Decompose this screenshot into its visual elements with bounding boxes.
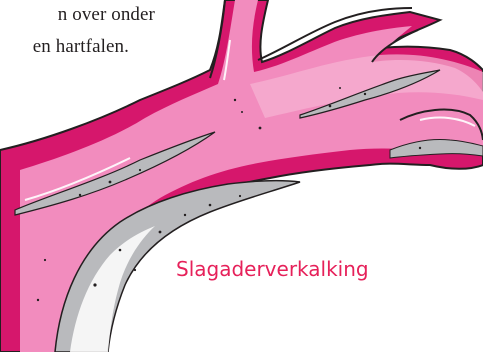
illustration-caption: Slagaderverkalking xyxy=(176,257,369,281)
